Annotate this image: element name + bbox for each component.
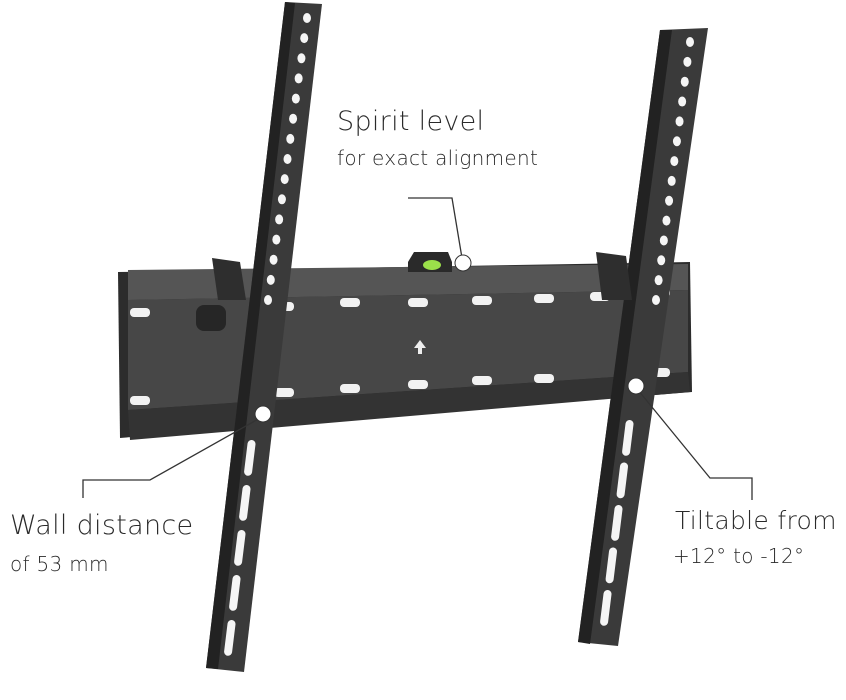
- plate-slot: [472, 376, 492, 385]
- mount-hole: [266, 274, 275, 285]
- plate-slot: [130, 308, 150, 317]
- callout-lines: [82, 197, 753, 500]
- mount-slot: [605, 547, 618, 584]
- mount-hole: [654, 275, 663, 286]
- arrow-up-icon: [414, 340, 426, 354]
- tilt-title: Tiltable from: [675, 506, 837, 535]
- mount-hole: [269, 254, 278, 265]
- mount-hole: [280, 174, 289, 185]
- mount-hole: [300, 33, 309, 44]
- mount-slot: [239, 484, 251, 521]
- mount-hole: [294, 73, 303, 84]
- mount-hole: [283, 154, 292, 164]
- mount-slot: [611, 504, 623, 541]
- mount-hole: [662, 215, 671, 226]
- plate-slot: [408, 380, 428, 389]
- mount-hole: [665, 195, 674, 206]
- mount-slot: [616, 462, 629, 499]
- wall-distance-title: Wall distance: [10, 510, 194, 541]
- mount-hole: [272, 234, 281, 245]
- mount-slot: [234, 529, 246, 566]
- mount-hole: [277, 194, 286, 205]
- plate-slot: [274, 388, 294, 397]
- mount-slot: [224, 619, 236, 656]
- mount-hole: [675, 116, 684, 127]
- mount-hole: [659, 235, 668, 246]
- mount-slot: [244, 439, 256, 476]
- plate-slot: [408, 298, 428, 307]
- spirit-level-subtitle: for exact alignment: [337, 146, 539, 170]
- mount-slot: [229, 574, 241, 611]
- mount-hole: [264, 295, 272, 305]
- mount-hole: [680, 76, 689, 87]
- mount-hole: [652, 295, 660, 305]
- plate-slot: [534, 294, 554, 303]
- mount-hole: [678, 96, 687, 107]
- mount-hole: [686, 37, 694, 47]
- plate-slot: [472, 296, 492, 305]
- mount-hole: [657, 255, 666, 266]
- mount-hole: [297, 53, 306, 64]
- mount-hole: [291, 93, 300, 104]
- mount-hole: [286, 133, 295, 144]
- left-bracket-arm: [196, 2, 322, 672]
- right-bracket-arm: [578, 28, 708, 646]
- plate-slot: [340, 298, 360, 307]
- tilt-subtitle: +12° to -12°: [673, 544, 805, 568]
- mount-hole: [289, 113, 298, 124]
- callout-dots: [254, 254, 645, 423]
- mount-hole: [683, 56, 692, 67]
- mount-hole: [275, 214, 284, 225]
- mount-hole: [672, 136, 681, 147]
- spirit-level: [408, 252, 452, 272]
- wall-distance-subtitle: of 53 mm: [10, 552, 109, 576]
- plate-slot: [534, 374, 554, 383]
- mount-slot: [622, 419, 634, 456]
- mount-slot: [600, 589, 612, 626]
- mount-hole: [667, 175, 676, 186]
- mount-hole: [670, 156, 679, 167]
- spirit-level-title: Spirit level: [337, 106, 485, 137]
- plate-slot: [340, 384, 360, 393]
- plate-slot: [130, 396, 150, 405]
- mount-hole: [303, 13, 311, 23]
